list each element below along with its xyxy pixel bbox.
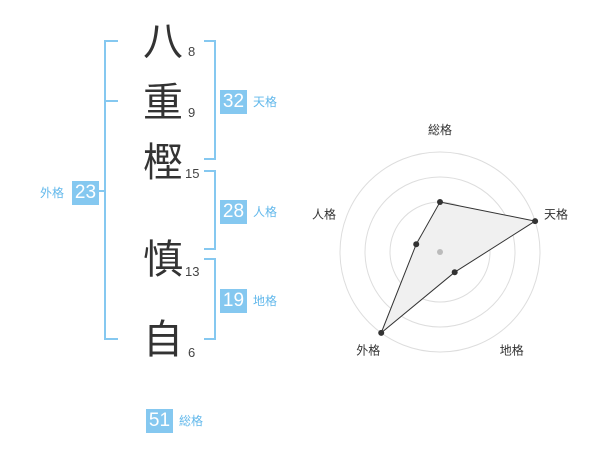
radar-point-2: [532, 218, 539, 225]
radar-axis-label-2: 天格: [544, 206, 568, 221]
gaikaku-bracket-mid: [104, 100, 118, 102]
soukaku-label: 総格: [179, 414, 204, 428]
stroke-count-3: 15: [185, 166, 200, 181]
gaikaku-bracket-bottom: [104, 338, 118, 340]
radar-point-1: [437, 199, 443, 205]
chikaku-bracket-top: [204, 258, 216, 260]
jinkaku-bracket-top: [204, 170, 216, 172]
radar-data-polygon: [380, 201, 537, 334]
chikaku-bracket-bottom: [204, 338, 216, 340]
radar-center-dot: [437, 249, 443, 255]
name-char-1: 八: [143, 19, 183, 65]
chikaku-value: 19: [220, 289, 247, 313]
radar-point-5: [413, 241, 420, 248]
jinkaku-value: 28: [220, 200, 247, 224]
jinkaku-label: 人格: [253, 205, 278, 219]
radar-axis-label-1: 総格: [428, 122, 452, 137]
chikaku-bracket-vertical: [214, 258, 216, 340]
gaikaku-value: 23: [72, 181, 99, 205]
name-char-4: 慎: [143, 237, 183, 283]
tenkaku-bracket-vertical: [214, 40, 216, 160]
radar-point-3: [451, 269, 458, 276]
gaikaku-bracket-tick: [98, 190, 106, 192]
radar-data-points: [378, 199, 539, 336]
name-char-5: 自: [143, 317, 183, 363]
tenkaku-bracket-top: [204, 40, 216, 42]
name-char-2: 重: [143, 80, 183, 126]
tenkaku-label: 天格: [253, 95, 278, 109]
jinkaku-bracket-vertical: [214, 170, 216, 250]
tenkaku-value: 32: [220, 90, 247, 114]
gaikaku-bracket-top: [104, 40, 118, 42]
soukaku-value: 51: [146, 409, 173, 433]
name-char-3: 樫: [143, 140, 183, 186]
stroke-count-4: 13: [185, 264, 200, 279]
radar-axis-label-5: 人格: [312, 206, 336, 221]
gaikaku-label: 外格: [40, 186, 65, 200]
stroke-count-5: 6: [188, 345, 196, 360]
radar-axis-label-3: 地格: [500, 343, 524, 358]
radar-point-4: [378, 329, 385, 336]
radar-ring-3: [364, 176, 516, 328]
radar-axis-label-4: 外格: [356, 343, 380, 358]
stroke-count-1: 8: [188, 44, 196, 59]
radar-ring-4: [339, 151, 541, 353]
tenkaku-bracket-bottom: [204, 158, 216, 160]
jinkaku-bracket-bottom: [204, 248, 216, 250]
stroke-count-2: 9: [188, 105, 196, 120]
chikaku-label: 地格: [253, 294, 278, 308]
